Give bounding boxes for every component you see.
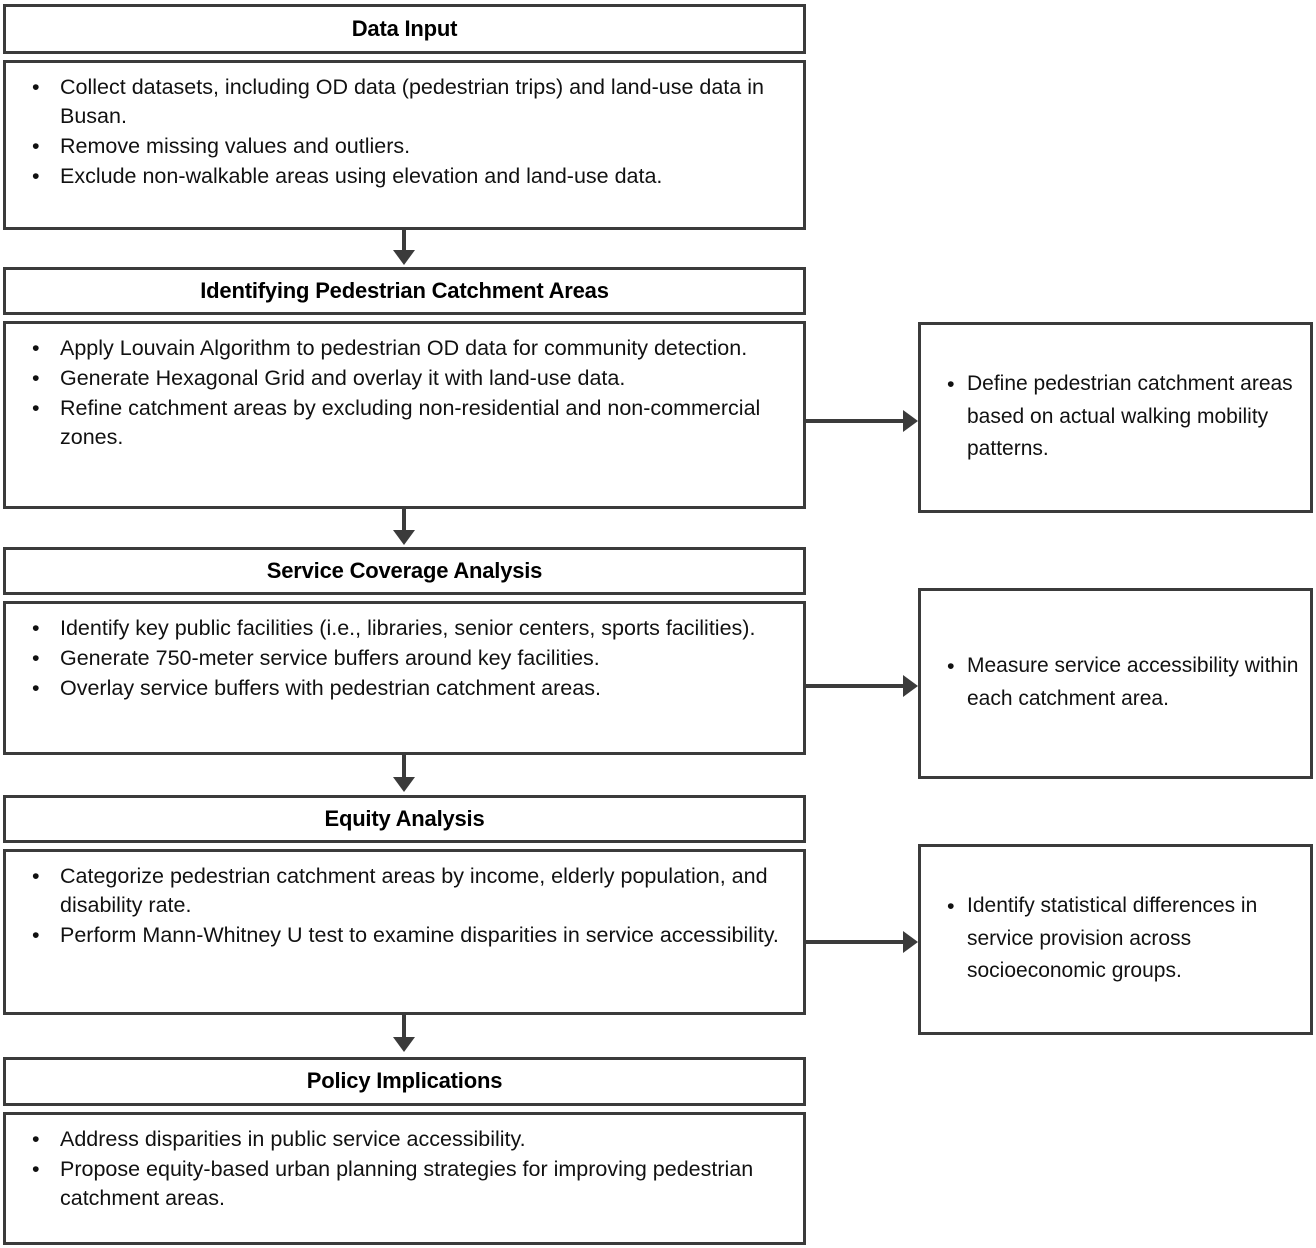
bullet-dot-icon: • (32, 923, 40, 948)
connector-line-catchment-to-outcome (806, 419, 908, 423)
list-item: • Measure service accessibility within e… (925, 650, 1300, 715)
list-item: • Identify key public facilities (i.e., … (14, 614, 795, 643)
list-item: • Collect datasets, including OD data (p… (14, 73, 795, 131)
connector-line-catchment-to-service-coverage (402, 509, 406, 532)
list-item: • Refine catchment areas by excluding no… (14, 394, 795, 452)
bullet-list: • Measure service accessibility within e… (925, 650, 1300, 715)
stage-header-label: Equity Analysis (324, 805, 485, 831)
connector-arrowhead-service-coverage-to-equity (393, 777, 415, 792)
list-item-text: Categorize pedestrian catchment areas by… (60, 864, 768, 918)
connector-arrowhead-catchment-to-outcome (903, 410, 918, 432)
connector-line-data-input-to-catchment (402, 230, 406, 252)
list-item-text: Identify statistical differences in serv… (967, 894, 1258, 983)
bullet-dot-icon: • (32, 864, 40, 888)
stage-header-label: Policy Implications (306, 1068, 503, 1094)
stage-body-data-input: • Collect datasets, including OD data (p… (3, 60, 806, 230)
bullet-dot-icon: • (947, 372, 955, 397)
connector-line-equity-to-policy (402, 1015, 406, 1039)
bullet-dot-icon: • (947, 654, 955, 679)
list-item-text: Remove missing values and outliers. (60, 134, 411, 159)
bullet-list: • Collect datasets, including OD data (p… (14, 73, 795, 191)
stage-header-service-coverage-analysis: Service Coverage Analysis (3, 547, 806, 595)
list-item: • Exclude non-walkable areas using eleva… (14, 162, 795, 191)
list-item-text: Exclude non-walkable areas using elevati… (60, 164, 663, 189)
list-item: • Address disparities in public service … (14, 1125, 795, 1154)
list-item-text: Perform Mann-Whitney U test to examine d… (60, 923, 779, 948)
list-item-text: Address disparities in public service ac… (60, 1127, 526, 1151)
bullet-list: • Identify key public facilities (i.e., … (14, 614, 795, 703)
bullet-list: • Define pedestrian catchment areas base… (925, 368, 1300, 466)
bullet-list: • Address disparities in public service … (14, 1125, 795, 1213)
list-item-text: Generate Hexagonal Grid and overlay it w… (60, 366, 626, 391)
list-item-text: Define pedestrian catchment areas based … (967, 372, 1293, 461)
list-item: • Categorize pedestrian catchment areas … (14, 862, 795, 920)
bullet-dot-icon: • (32, 396, 40, 421)
list-item-text: Identify key public facilities (i.e., li… (60, 616, 756, 640)
stage-header-label: Data Input (351, 15, 458, 41)
list-item-text: Generate 750-meter service buffers aroun… (60, 646, 600, 671)
connector-line-service-coverage-to-equity (402, 755, 406, 779)
bullet-dot-icon: • (32, 616, 40, 640)
connector-arrowhead-equity-to-outcome (903, 931, 918, 953)
list-item: • Apply Louvain Algorithm to pedestrian … (14, 334, 795, 363)
list-item: • Identify statistical differences in se… (925, 890, 1300, 988)
connector-arrowhead-data-input-to-catchment (393, 250, 415, 265)
bullet-dot-icon: • (32, 1127, 40, 1151)
stage-body-identifying-pedestrian-catchment-areas: • Apply Louvain Algorithm to pedestrian … (3, 321, 806, 509)
bullet-dot-icon: • (32, 164, 40, 189)
bullet-dot-icon: • (32, 646, 40, 671)
list-item: • Remove missing values and outliers. (14, 132, 795, 161)
list-item: • Generate Hexagonal Grid and overlay it… (14, 364, 795, 393)
bullet-dot-icon: • (947, 894, 955, 919)
bullet-list: • Apply Louvain Algorithm to pedestrian … (14, 334, 795, 452)
stage-header-identifying-pedestrian-catchment-areas: Identifying Pedestrian Catchment Areas (3, 267, 806, 315)
stage-body-policy-implications: • Address disparities in public service … (3, 1112, 806, 1245)
list-item-text: Collect datasets, including OD data (ped… (60, 75, 764, 129)
stage-header-label: Identifying Pedestrian Catchment Areas (200, 277, 609, 303)
connector-line-equity-to-outcome (806, 940, 908, 944)
stage-header-equity-analysis: Equity Analysis (3, 795, 806, 843)
stage-header-data-input: Data Input (3, 4, 806, 54)
stage-header-policy-implications: Policy Implications (3, 1057, 806, 1106)
stage-body-equity-analysis: • Categorize pedestrian catchment areas … (3, 849, 806, 1015)
list-item: • Perform Mann-Whitney U test to examine… (14, 921, 795, 950)
outcome-box-measure-accessibility: • Measure service accessibility within e… (918, 588, 1313, 779)
outcome-box-identify-differences: • Identify statistical differences in se… (918, 844, 1313, 1035)
list-item: • Generate 750-meter service buffers aro… (14, 644, 795, 673)
list-item-text: Refine catchment areas by excluding non-… (60, 396, 761, 450)
bullet-list: • Identify statistical differences in se… (925, 890, 1300, 988)
bullet-dot-icon: • (32, 75, 40, 99)
bullet-dot-icon: • (32, 336, 40, 360)
connector-arrowhead-catchment-to-service-coverage (393, 530, 415, 545)
list-item-text: Overlay service buffers with pedestrian … (60, 676, 601, 701)
stage-body-service-coverage-analysis: • Identify key public facilities (i.e., … (3, 601, 806, 755)
stage-header-label: Service Coverage Analysis (266, 557, 543, 583)
bullet-dot-icon: • (32, 134, 40, 159)
bullet-dot-icon: • (32, 366, 40, 391)
list-item-text: Propose equity-based urban planning stra… (60, 1157, 754, 1211)
list-item-text: Measure service accessibility within eac… (967, 654, 1299, 710)
connector-line-service-coverage-to-outcome (806, 684, 908, 688)
list-item: • Propose equity-based urban planning st… (14, 1155, 795, 1213)
bullet-list: • Categorize pedestrian catchment areas … (14, 862, 795, 950)
outcome-box-define-catchment: • Define pedestrian catchment areas base… (918, 322, 1313, 513)
bullet-dot-icon: • (32, 1157, 40, 1182)
list-item: • Define pedestrian catchment areas base… (925, 368, 1300, 466)
list-item-text: Apply Louvain Algorithm to pedestrian OD… (60, 336, 748, 360)
list-item: • Overlay service buffers with pedestria… (14, 674, 795, 703)
connector-arrowhead-equity-to-policy (393, 1037, 415, 1052)
bullet-dot-icon: • (32, 676, 40, 701)
connector-arrowhead-service-coverage-to-outcome (903, 675, 918, 697)
